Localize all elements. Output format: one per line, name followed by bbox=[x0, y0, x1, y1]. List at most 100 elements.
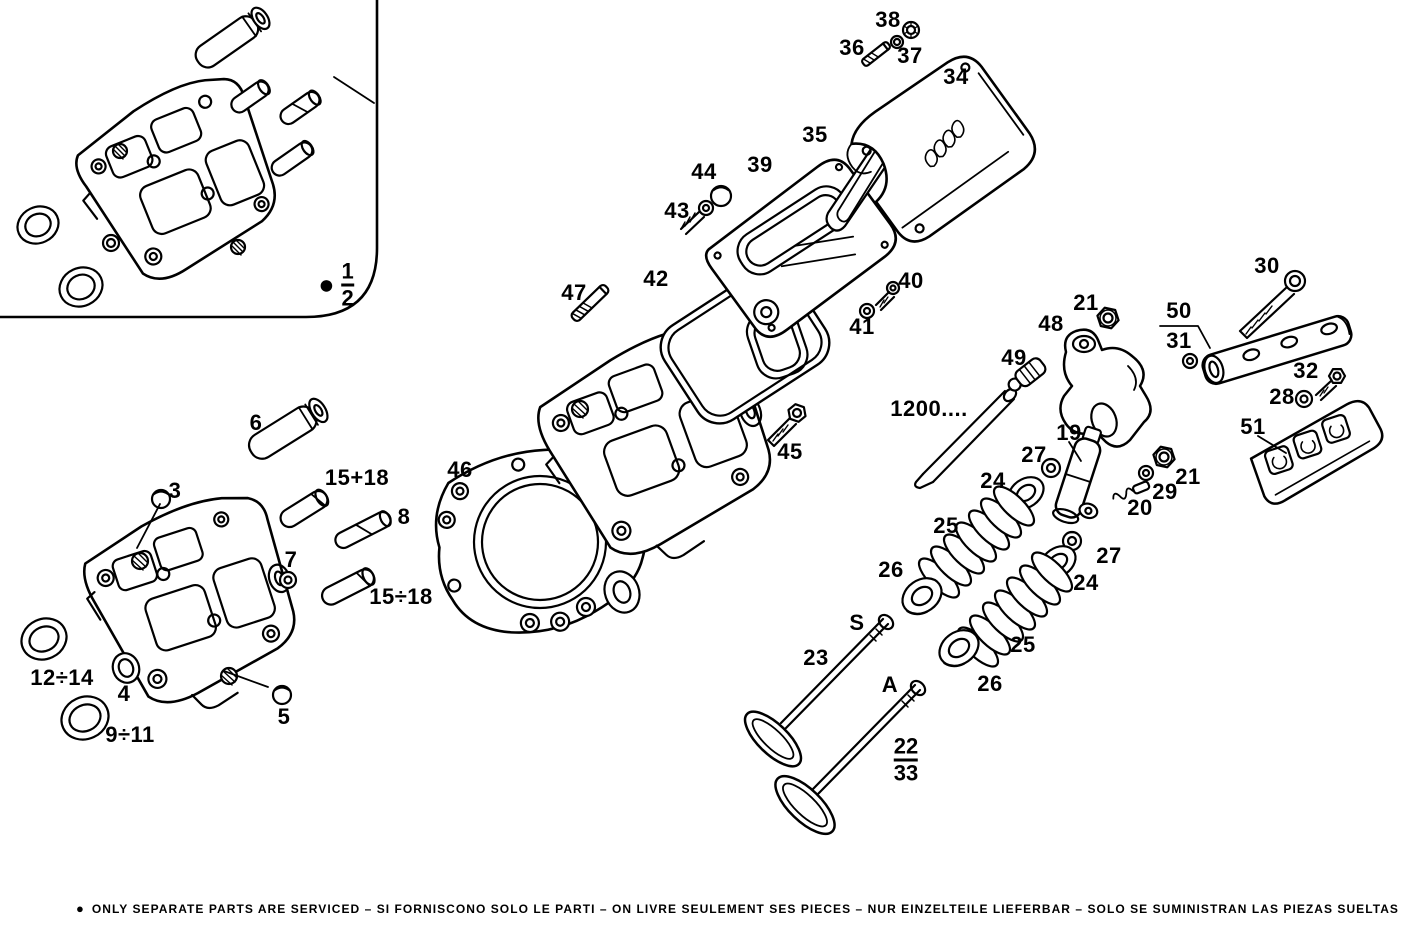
oil-seal bbox=[16, 205, 60, 245]
cap bbox=[709, 184, 733, 208]
nut bbox=[1152, 445, 1176, 469]
callout-24-b: 24 bbox=[1073, 570, 1099, 595]
callout-9-11: 9÷11 bbox=[105, 722, 155, 747]
callout-5: 5 bbox=[277, 704, 291, 729]
callout-27: 27 bbox=[1021, 442, 1047, 467]
callout-3: 3 bbox=[168, 478, 182, 503]
callout-23: 23 bbox=[803, 645, 829, 670]
plug-dome bbox=[271, 684, 293, 706]
callout-15+18: 15+18 bbox=[324, 465, 390, 490]
dowel-pin bbox=[334, 510, 392, 550]
callout-8: 8 bbox=[397, 504, 411, 529]
leader-lines bbox=[136, 76, 1287, 688]
inset-border bbox=[0, 0, 379, 319]
washer bbox=[858, 302, 876, 320]
valve-collets bbox=[1061, 530, 1083, 552]
washer bbox=[889, 34, 905, 50]
bolt bbox=[1314, 368, 1347, 402]
adjuster-spring bbox=[1112, 480, 1151, 500]
cylinder-head-bottom-view bbox=[20, 397, 392, 741]
callout-31: 31 bbox=[1166, 328, 1192, 353]
screw bbox=[874, 280, 901, 312]
callout-S: S bbox=[849, 610, 865, 635]
callout-A: A bbox=[881, 672, 899, 697]
plug-dome bbox=[150, 488, 172, 510]
callout-51: 51 bbox=[1240, 414, 1266, 439]
push-rod bbox=[914, 387, 1018, 490]
intake-valve bbox=[774, 679, 927, 836]
callout-25: 25 bbox=[933, 513, 959, 538]
bolt bbox=[1238, 269, 1307, 340]
valve-guide-pin bbox=[270, 139, 315, 177]
callout-26-b: 26 bbox=[977, 671, 1003, 696]
callout-49: 49 bbox=[1001, 345, 1027, 370]
callout-29: 29 bbox=[1152, 479, 1178, 504]
valve-guide bbox=[320, 567, 376, 606]
bullet-marker: ● bbox=[318, 269, 335, 300]
callout-38: 38 bbox=[875, 7, 901, 32]
callout-40: 40 bbox=[898, 268, 924, 293]
stud bbox=[570, 283, 610, 323]
callout-24: 24 bbox=[980, 468, 1006, 493]
bolt bbox=[766, 403, 807, 448]
callout-30: 30 bbox=[1254, 253, 1280, 278]
screw bbox=[679, 199, 715, 236]
callout-26: 26 bbox=[878, 557, 904, 582]
footer-note: ● ONLY SEPARATE PARTS ARE SERVICED – SI F… bbox=[76, 901, 1399, 916]
o-ring bbox=[278, 570, 298, 590]
callout-39: 39 bbox=[747, 152, 773, 177]
valve-collets bbox=[1040, 457, 1062, 479]
callout-48: 48 bbox=[1038, 311, 1064, 336]
callout-4: 4 bbox=[117, 681, 131, 706]
rocker-pivot bbox=[1052, 425, 1102, 525]
callout-45: 45 bbox=[777, 439, 803, 464]
washer bbox=[1137, 464, 1155, 482]
callout-35: 35 bbox=[802, 122, 828, 147]
footer-bullet-icon: ● bbox=[76, 901, 85, 916]
valve-guide bbox=[247, 397, 329, 460]
screw bbox=[861, 41, 891, 67]
callout-34: 34 bbox=[943, 64, 969, 89]
spring-seat bbox=[938, 629, 980, 668]
callout-47: 47 bbox=[561, 280, 587, 305]
rocker-shaft bbox=[1201, 314, 1353, 386]
callout-44: 44 bbox=[691, 159, 717, 184]
cover-logo bbox=[924, 119, 965, 168]
oil-seal bbox=[60, 695, 110, 741]
valve-stem-seal bbox=[111, 652, 141, 684]
callout-21: 21 bbox=[1073, 290, 1099, 315]
callout-19: 19 bbox=[1056, 420, 1082, 445]
callout-32: 32 bbox=[1293, 358, 1319, 383]
callout-28: 28 bbox=[1269, 384, 1295, 409]
nut bbox=[1096, 306, 1120, 330]
outer-cover bbox=[846, 55, 1037, 243]
tappet bbox=[1007, 357, 1047, 392]
plug-hatched bbox=[111, 142, 129, 160]
rocker-arm bbox=[1059, 328, 1152, 448]
plug-ring bbox=[101, 233, 121, 253]
washer bbox=[1294, 389, 1314, 409]
flange-nut bbox=[901, 20, 921, 40]
callout-27-b: 27 bbox=[1096, 543, 1122, 568]
oil-seal bbox=[58, 266, 104, 308]
exhaust-valve bbox=[743, 613, 895, 768]
valve-guide bbox=[279, 488, 330, 529]
bracket bbox=[1249, 399, 1384, 505]
callout-15-18: 15÷18 bbox=[369, 584, 433, 609]
spring-seat bbox=[901, 577, 943, 616]
valve-guide-pin bbox=[279, 89, 322, 126]
valve-guide-pin bbox=[230, 79, 271, 114]
footer-text: ONLY SEPARATE PARTS ARE SERVICED – SI FO… bbox=[91, 902, 1399, 916]
callout-37: 37 bbox=[897, 43, 923, 68]
oil-seal bbox=[20, 617, 68, 661]
callout-21-b: 21 bbox=[1175, 464, 1201, 489]
callout-rod-1200: 1200.... bbox=[890, 396, 968, 421]
callout-43: 43 bbox=[664, 198, 690, 223]
callout-20: 20 bbox=[1127, 495, 1153, 520]
callout-36: 36 bbox=[839, 35, 865, 60]
plug-hatched bbox=[229, 238, 247, 256]
